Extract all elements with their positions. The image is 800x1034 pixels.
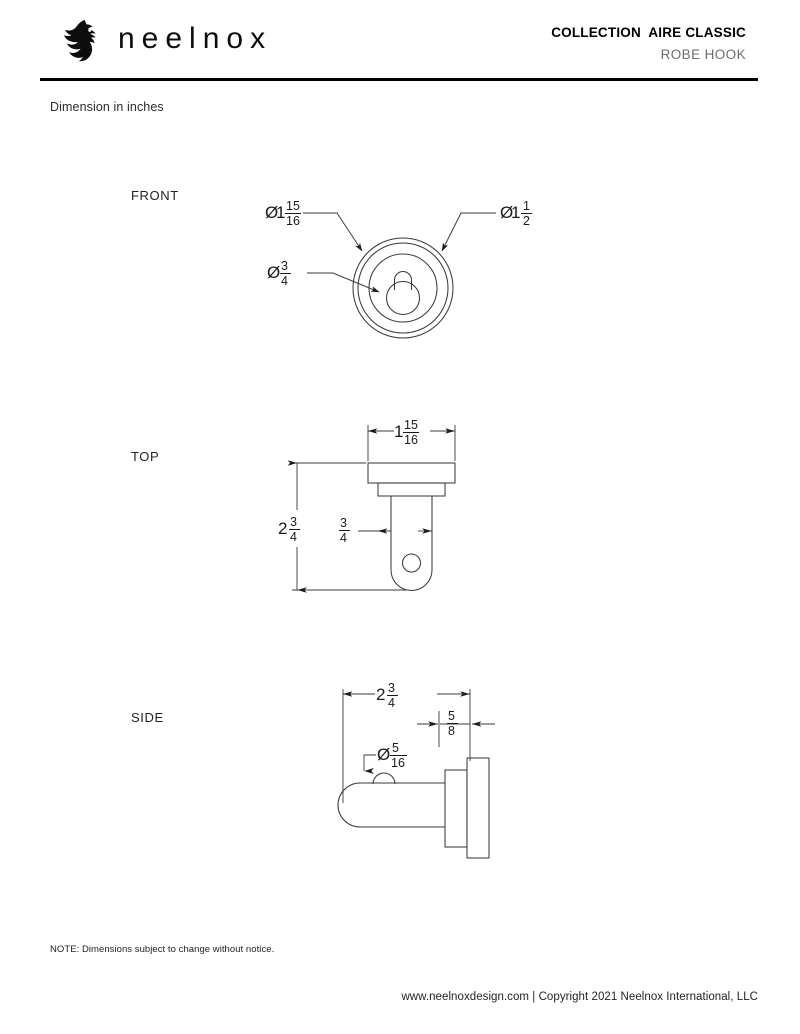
leader-knob-diameter [363, 754, 376, 774]
view-label-front: FRONT [131, 188, 179, 203]
top-dim-flange-width: 1 15 16 [367, 418, 456, 461]
top-dim-overall-depth: 2 3 4 [278, 460, 406, 593]
front-inner-ring [368, 253, 438, 323]
side-dim-thickness-num: 5 [448, 709, 455, 723]
side-dim-knob-diameter: Ø 5 16 [363, 741, 407, 774]
side-dim-length-whole: 2 [376, 685, 385, 704]
leader-inner-diameter [441, 212, 496, 252]
top-sub-plate [377, 482, 446, 497]
top-dim-depth-whole: 2 [278, 519, 287, 538]
side-flange-plate [466, 757, 490, 859]
side-knob [372, 772, 396, 785]
disclaimer-note: NOTE: Dimensions subject to change witho… [50, 944, 275, 955]
front-dim-inner-num: 1 [523, 199, 530, 213]
side-dim-length-num: 3 [388, 681, 395, 695]
front-dim-inner-whole: 1 [511, 203, 520, 222]
side-dim-length-den: 4 [388, 696, 395, 710]
front-dim-inner-diameter: Ø 1 1 2 [500, 199, 532, 228]
brand-logo: neelnox [58, 18, 272, 62]
top-flange-plate [367, 462, 456, 484]
leader-keyhole-diameter [307, 272, 380, 293]
top-dim-arm-width: 3 4 [339, 516, 432, 545]
top-dim-depth-num: 3 [290, 515, 297, 529]
view-label-top: TOP [131, 449, 160, 464]
front-dim-inner-den: 2 [523, 214, 530, 228]
front-view-drawing: Ø 1 15 16 Ø 1 1 2 Ø 3 4 [265, 199, 532, 339]
header-divider [40, 78, 758, 81]
front-dim-outer-num: 15 [286, 199, 300, 213]
side-dim-thickness-den: 8 [448, 724, 455, 738]
top-arm-hole [401, 553, 422, 573]
side-dim-knob-symbol: Ø [377, 745, 390, 764]
top-dim-arm-num: 3 [340, 516, 347, 530]
collection-title: COLLECTION AIRE CLASSIC [551, 25, 746, 40]
front-dim-outer-symbol: Ø [265, 203, 278, 222]
view-label-side: SIDE [131, 710, 164, 725]
brand-wordmark: neelnox [118, 22, 273, 55]
units-note: Dimension in inches [50, 100, 164, 114]
front-dim-outer-diameter: Ø 1 15 16 [265, 199, 301, 228]
top-dim-arm-den: 4 [340, 531, 347, 545]
top-dim-width-whole: 1 [394, 422, 403, 441]
front-dim-keyhole-symbol: Ø [267, 263, 280, 282]
front-dim-keyhole-num: 3 [281, 259, 288, 273]
leader-outer-diameter [303, 212, 363, 252]
side-flange-collar [444, 769, 468, 848]
side-hook-arm [337, 782, 445, 828]
product-title: ROBE HOOK [660, 47, 746, 63]
front-keyhole-slot [393, 271, 413, 290]
front-dim-outer-den: 16 [286, 214, 300, 228]
top-dim-width-den: 16 [404, 433, 418, 447]
front-outer-circle-inner-edge [357, 242, 449, 334]
side-dim-flange-thickness: 5 8 [417, 709, 495, 747]
side-dim-knob-den: 16 [391, 756, 405, 770]
front-dim-keyhole-diameter: Ø 3 4 [267, 259, 291, 288]
top-arm-shaft [390, 496, 433, 592]
front-outer-circle [352, 237, 454, 339]
page-header: neelnox COLLECTION AIRE CLASSIC ROBE HOO… [0, 0, 800, 84]
header-titles: COLLECTION AIRE CLASSIC ROBE HOOK [551, 25, 746, 63]
top-dim-width-num: 15 [404, 418, 418, 432]
side-dim-overall-length: 2 3 4 [342, 681, 471, 803]
top-dim-depth-den: 4 [290, 530, 297, 544]
top-view-drawing: 1 15 16 2 3 4 3 4 [278, 418, 456, 593]
side-view-drawing: 2 3 4 5 8 Ø 5 16 [337, 681, 495, 859]
side-dim-knob-num: 5 [392, 741, 399, 755]
front-dim-inner-symbol: Ø [500, 203, 513, 222]
footer-credit: www.neelnoxdesign.com | Copyright 2021 N… [401, 991, 758, 1003]
front-keyhole-circle [385, 280, 421, 316]
front-dim-keyhole-den: 4 [281, 274, 288, 288]
horse-head-logo-icon [64, 19, 96, 62]
front-dim-outer-whole: 1 [276, 203, 285, 222]
